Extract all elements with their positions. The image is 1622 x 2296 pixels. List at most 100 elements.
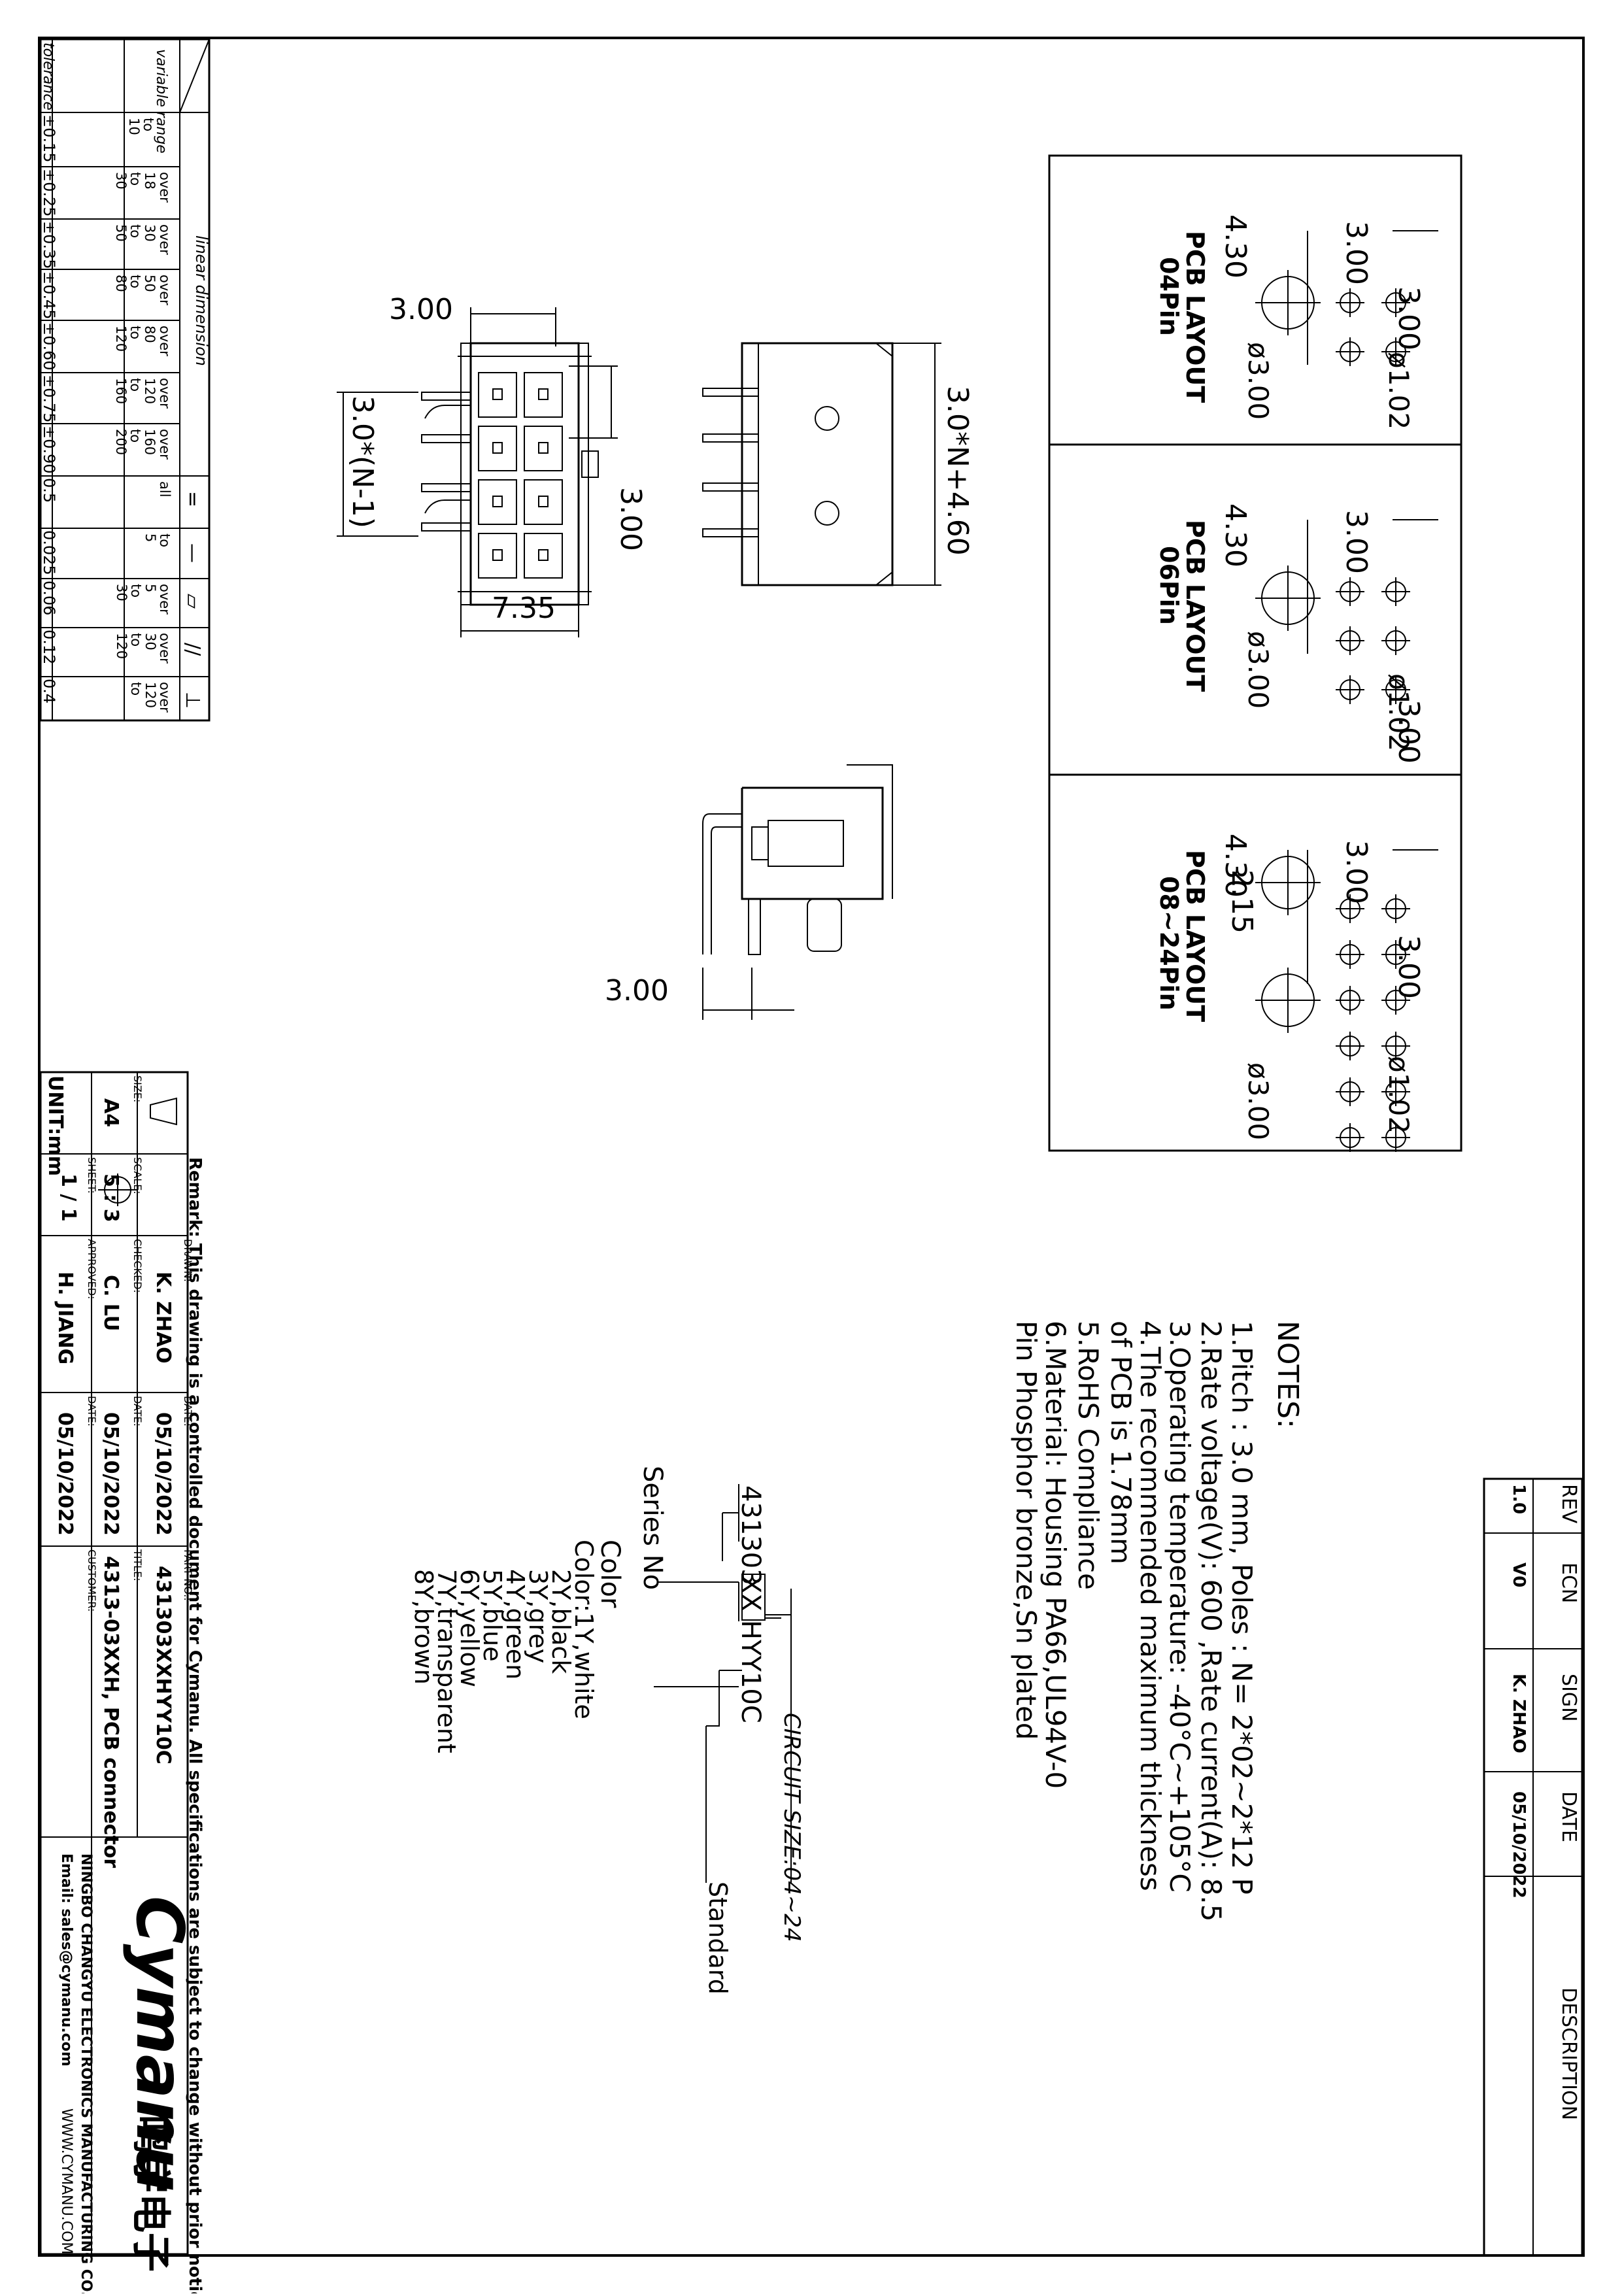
pcb-peg-diameter: ø3.00 — [1242, 342, 1274, 420]
cavity-contact — [538, 442, 549, 454]
geo-range-text: over — [157, 584, 173, 615]
geo-range-text: 5 — [143, 533, 158, 542]
color-option: 6Y,yellow — [455, 1569, 484, 1687]
pcb-dim-row-pitch: 3.00 — [1392, 286, 1425, 350]
pin-bend — [424, 499, 471, 514]
range-to: to — [127, 378, 143, 392]
revision-value: V0 — [1509, 1562, 1529, 1587]
range-value: 50 — [113, 224, 129, 242]
pin-bend — [424, 405, 471, 419]
geo-range-text: to — [128, 584, 144, 598]
geo-range-text: all — [157, 481, 173, 498]
revision-header: REV — [1557, 1484, 1580, 1524]
revision-header: SIGN — [1557, 1674, 1580, 1722]
range-over: over — [157, 378, 173, 409]
geo-symbol-icon: — — [181, 543, 204, 563]
range-over: over — [157, 429, 173, 460]
cavity-contact — [492, 442, 503, 454]
pcb-dim-offset: 4.30 — [1219, 214, 1252, 279]
revision-header: DATE — [1557, 1791, 1580, 1842]
range-value: 18 — [142, 172, 158, 190]
company-name: NINGBO CHANGYU ELECTRONICS MANUFACTURING… — [78, 1853, 94, 2293]
note-line: 5.RoHS Compliance — [1072, 1321, 1104, 1590]
note-line: 2.Rate voltage(V): 600 ,Rate current(A):… — [1195, 1321, 1227, 1922]
color-label: Color — [595, 1540, 625, 1608]
pin-tail — [421, 483, 471, 492]
part-no-value: 431303XXHYY10C — [152, 1566, 175, 1764]
company-email: Email: sales@cymanu.com — [58, 1853, 75, 2067]
cavity-contact — [538, 496, 549, 507]
geo-range-text: 120 — [114, 633, 129, 659]
part-code-prefix: 431303 — [735, 1485, 766, 1585]
front-view: 3.00 3.0*(N-1) 3.00 7.35 — [337, 293, 647, 637]
range-over: over — [157, 326, 173, 356]
company-cn: 鸣宇电子 — [127, 2115, 173, 2272]
geo-range-text: over — [157, 682, 173, 713]
date-label: DATE: — [86, 1396, 98, 1427]
standard-label: Standard — [703, 1882, 732, 1995]
note-line: 4.The recommended maximum thickness — [1134, 1321, 1166, 1891]
range-to: to — [141, 118, 156, 131]
range-to: to — [127, 172, 143, 186]
range-to: to — [127, 275, 143, 288]
cavity — [478, 533, 517, 579]
checked-label: CHECKED: — [131, 1239, 144, 1293]
pcb-dim-pitch: 3.00 — [1340, 840, 1373, 904]
size-value: A4 — [99, 1098, 122, 1127]
cavity-contact — [538, 549, 549, 561]
range-over: over — [157, 172, 173, 203]
tolerance-value: ±0.25 — [40, 169, 58, 217]
notes-block: NOTES: 1.Pitch : 3.0 mm, Poles : N= 2*02… — [1010, 1321, 1304, 1922]
geo-range-text: over — [157, 633, 173, 664]
unit-label: UNIT:mm — [44, 1075, 67, 1176]
geo-range-text: 120 — [143, 682, 158, 708]
geo-range-text: to — [157, 533, 173, 547]
title-block: Remark: This drawing is a controlled doc… — [39, 1071, 205, 2296]
circuit-size-label: CIRCUIT SIZE:04~24 — [779, 1713, 805, 1942]
tolerance-value: ±0.15 — [40, 114, 58, 163]
color-option: 2Y,black — [547, 1569, 575, 1674]
color-option: 7Y,transparent — [432, 1569, 461, 1753]
range-value: 80 — [113, 275, 129, 292]
pcb-layout-pins: 04Pin — [1155, 257, 1183, 336]
pcb-hole-diameter: ø1.02 — [1383, 673, 1415, 751]
geo-range-text: 5 — [143, 584, 158, 592]
sheet-border — [38, 37, 1585, 2257]
cavity-contact — [538, 388, 549, 400]
color-option: 4Y,green — [501, 1569, 530, 1680]
dim-side-pitch: 3.00 — [605, 974, 669, 1007]
variable-range-label: variable range — [153, 49, 169, 154]
revision-value: 05/10/2022 — [1509, 1791, 1529, 1899]
note-line: 3.Operating temperature: -40°C~+105°C — [1164, 1321, 1196, 1893]
pcb-peg-diameter: ø3.00 — [1242, 631, 1274, 709]
dim-width: 7.35 — [492, 592, 556, 625]
side-view: 3.0*N+4.60 — [702, 342, 974, 586]
pin-tail — [421, 522, 471, 532]
geo-tolerance-value: 0.06 — [40, 581, 58, 615]
dim-row-pitch: 3.00 — [614, 487, 647, 551]
geo-tolerance-value: 0.025 — [40, 530, 58, 575]
drawn-label: DRAWN: — [182, 1239, 194, 1282]
tolerance-table: tolerance variable range linear dimensio… — [39, 38, 211, 722]
title-label: TITLE: — [131, 1549, 144, 1581]
cavity — [478, 372, 517, 418]
pcb-dim-pitch: 3.00 — [1340, 221, 1373, 285]
pcb-layout-pins: 08~24Pin — [1155, 876, 1183, 1011]
sheet-label: SHEET: — [86, 1157, 98, 1194]
geo-symbol-icon: ⊥ — [181, 692, 204, 709]
dim-n-minus: 3.0*(N-1) — [346, 396, 379, 528]
size-label: SIZE: — [131, 1075, 144, 1102]
dim-overall: 3.0*N+4.60 — [941, 386, 974, 556]
cavity — [524, 533, 563, 579]
date-label: DATE: — [182, 1396, 194, 1427]
linear-dimension-label: linear dimension — [192, 235, 211, 366]
tolerance-value: ±0.90 — [40, 426, 58, 474]
remark-text: Remark: This drawing is a controlled doc… — [185, 1157, 205, 2293]
geo-tolerance-value: 0.4 — [40, 679, 58, 703]
cavity — [524, 372, 563, 418]
side-pin — [702, 388, 759, 397]
range-value: 80 — [142, 326, 158, 343]
pcb-peg-diameter: ø3.00 — [1242, 1062, 1274, 1140]
